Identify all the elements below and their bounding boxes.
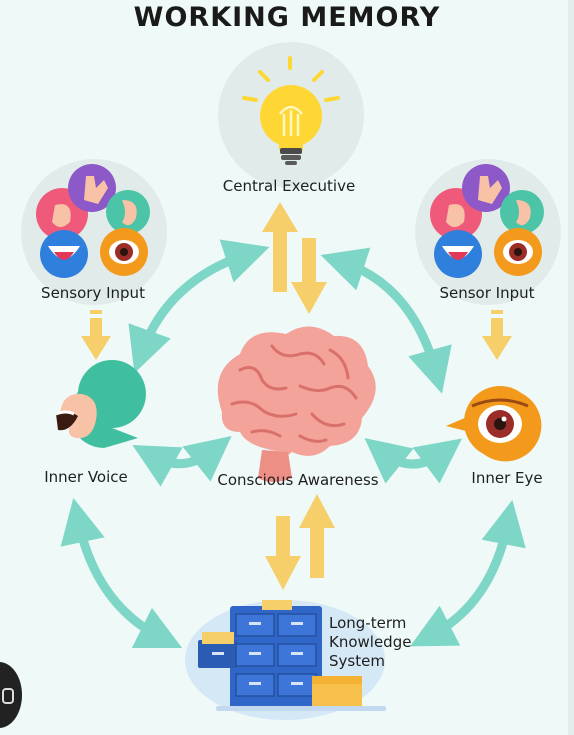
arrow-eye-awareness xyxy=(364,437,463,484)
arrow-down-sensory-left xyxy=(81,318,111,360)
label-conscious-awareness: Conscious Awareness xyxy=(217,471,379,489)
arrow-central-sensory-left xyxy=(128,239,270,374)
label-long-term-knowledge-system: Long-term Knowledge System xyxy=(329,614,411,671)
ltk-line-1: Long-term xyxy=(329,614,407,632)
eye-icon xyxy=(446,386,542,462)
arrow-eye-longterm xyxy=(410,499,526,647)
arrow-down-longterm xyxy=(265,516,301,590)
arrow-voice-longterm xyxy=(60,497,183,649)
ear-icon xyxy=(55,360,146,449)
arrow-down-sensory-right xyxy=(482,318,512,360)
floating-round-button[interactable] xyxy=(0,662,22,728)
arrow-central-sensory-right xyxy=(320,247,452,394)
label-sensory-input: Sensory Input xyxy=(41,284,145,302)
right-edge-strip xyxy=(568,0,574,735)
brain-icon xyxy=(217,326,376,482)
file-cabinet-icon xyxy=(198,600,386,711)
label-sensor-input: Sensor Input xyxy=(439,284,535,302)
arrow-up-awareness xyxy=(299,494,335,578)
teal-arrows xyxy=(60,239,526,649)
light-bulb-icon xyxy=(242,56,340,165)
arrow-down-brain xyxy=(291,238,327,314)
arrow-up-central xyxy=(262,202,298,292)
senses-icon-left xyxy=(36,164,150,278)
label-central-executive: Central Executive xyxy=(222,177,356,195)
senses-icon-right xyxy=(430,164,544,278)
ltk-line-3: System xyxy=(329,652,385,670)
ltk-line-2: Knowledge xyxy=(329,633,412,651)
page-title: WORKING MEMORY xyxy=(133,2,441,33)
yellow-arrows xyxy=(81,202,512,590)
arrow-voice-awareness xyxy=(132,435,232,487)
label-inner-voice: Inner Voice xyxy=(44,468,128,486)
label-inner-eye: Inner Eye xyxy=(471,469,543,487)
